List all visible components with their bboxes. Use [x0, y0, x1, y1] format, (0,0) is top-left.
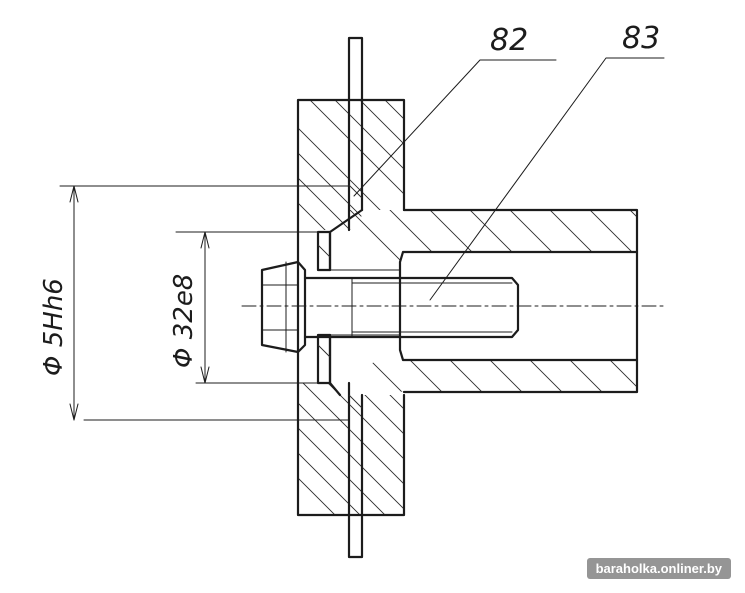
callout-82: 82: [490, 23, 528, 58]
sleeve-outline: [402, 208, 639, 394]
flange-inner-step: [328, 208, 364, 397]
bolt-head-chamfer: [261, 261, 299, 353]
nut-lines: [329, 269, 401, 338]
washer-hatch: [317, 244, 331, 258]
leader-83: [429, 57, 665, 301]
bolt-head: [260, 260, 307, 354]
sleeve-top-hatching: [339, 210, 637, 270]
dimension-outer-label: Φ 5Hh6: [39, 278, 69, 376]
disc-hatch: [348, 394, 363, 409]
watermark-badge: baraholka.onliner.by: [586, 558, 731, 579]
washer-hatch: [317, 344, 331, 358]
leader-82: [353, 59, 557, 197]
flange-top-hatching: [298, 100, 404, 230]
disc-hatch: [348, 184, 363, 199]
sleeve-bottom-hatching: [339, 350, 637, 392]
disc-outline: [347, 36, 364, 559]
inner-diameter-dimension: [175, 231, 319, 384]
callout-83: 83: [622, 21, 660, 56]
bolt-shank: [303, 276, 520, 339]
flange-bottom-hatching: [298, 383, 404, 515]
outer-diameter-dimension: [59, 185, 350, 421]
bolt-thread-lines: [351, 277, 513, 338]
flange-outline: [296, 98, 406, 517]
dimension-inner-label: Φ 32e8: [169, 274, 199, 368]
